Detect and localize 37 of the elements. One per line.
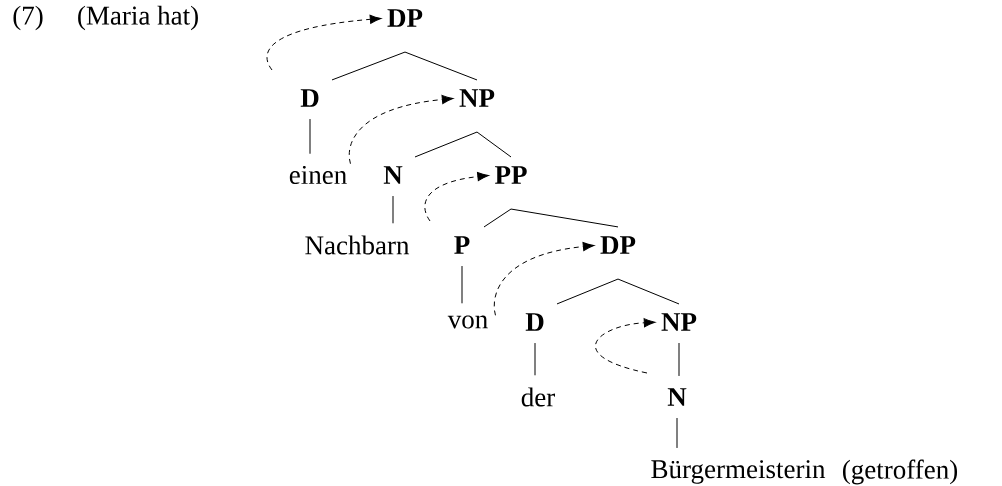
tree-branch	[309, 118, 311, 155]
tree-branch	[510, 208, 619, 228]
tree-branch	[483, 208, 512, 228]
word-label: einen	[289, 165, 347, 185]
tree-branch	[676, 417, 678, 449]
category-label: D	[300, 89, 319, 107]
category-label: DP	[387, 9, 423, 27]
word-label: von	[447, 315, 488, 329]
word-label: der	[521, 387, 555, 407]
tree-branch	[678, 342, 680, 377]
text-label: (getroffen)	[842, 459, 958, 485]
text-label: (Maria hat)	[78, 5, 198, 31]
word-label: Nachbarn	[305, 235, 410, 255]
movement-arrow	[493, 241, 595, 316]
movement-arrow	[348, 94, 454, 165]
category-label: D	[525, 313, 544, 331]
tree-branch	[392, 195, 394, 224]
tree-branch	[331, 51, 406, 81]
category-label: N	[383, 166, 403, 184]
tree-branch	[556, 278, 619, 305]
tree-branch	[404, 51, 478, 81]
text-label: (7)	[13, 5, 43, 31]
movement-arrow	[595, 318, 656, 374]
category-label: DP	[600, 236, 636, 254]
category-label: PP	[495, 166, 527, 184]
word-label: Bürgermeisterin	[651, 460, 826, 484]
tree-branch	[461, 265, 463, 304]
tree-branch	[476, 131, 512, 158]
category-label: NP	[661, 313, 697, 331]
tree-branch	[414, 131, 478, 158]
movement-arrow	[266, 14, 382, 71]
category-label: NP	[459, 89, 495, 107]
movement-arrow	[424, 172, 489, 222]
tree-branch	[534, 342, 536, 376]
tree-branch	[617, 278, 680, 305]
category-label: N	[667, 388, 687, 406]
category-label: P	[454, 236, 470, 254]
